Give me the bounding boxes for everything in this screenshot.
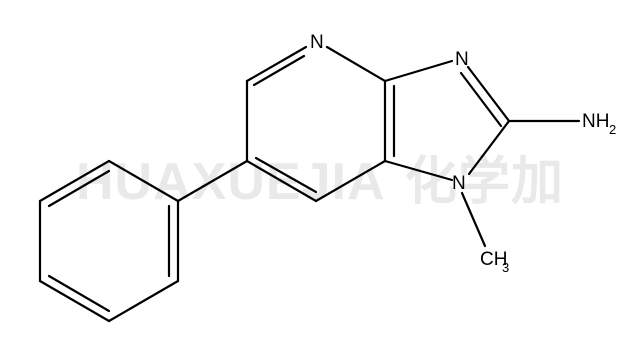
bond-n3-c2 (466, 65, 511, 123)
atom-ch-subscript: 3 (502, 260, 509, 275)
bond-c6-c7-double (254, 156, 318, 194)
atom-nh: NH (582, 111, 609, 132)
watermark-text: HUAXUEJIA (76, 153, 386, 211)
bond-c6-c7 (245, 159, 318, 203)
watermark-chinese: 化学加 (405, 153, 564, 211)
bond-n4-c5 (245, 45, 308, 83)
bond-c2-n1 (467, 119, 511, 176)
atom-nh-subscript: 2 (609, 122, 616, 137)
bond-c6-phenyl (176, 159, 249, 203)
atom-n3: N (455, 49, 469, 70)
nh2-group: NH 2 (582, 111, 616, 137)
bond-c3a-n4 (325, 45, 387, 83)
bond-ph-c5-c6-double (47, 169, 111, 208)
bond-n3-c2-double (459, 71, 503, 128)
bond-ph-c3-c4 (38, 279, 111, 323)
bond-ph-c2-c3 (107, 279, 180, 323)
bond-n4-c5-double (252, 54, 306, 87)
bond-n1-c7a (383, 159, 454, 182)
bond-c3a-n3 (383, 59, 454, 83)
bond-ph-c6-c1 (107, 159, 180, 203)
atom-n1: N (452, 173, 466, 194)
bond-n1-ch3 (460, 191, 487, 248)
atom-ch: CH (480, 249, 507, 270)
bond-ph-c3-c4-double (47, 274, 111, 313)
bond-c7-c7a (314, 159, 387, 203)
ch3-group: CH 3 (480, 249, 509, 275)
atom-n-pyridine: N (310, 32, 324, 53)
bond-ph-c5-c6 (38, 159, 111, 203)
